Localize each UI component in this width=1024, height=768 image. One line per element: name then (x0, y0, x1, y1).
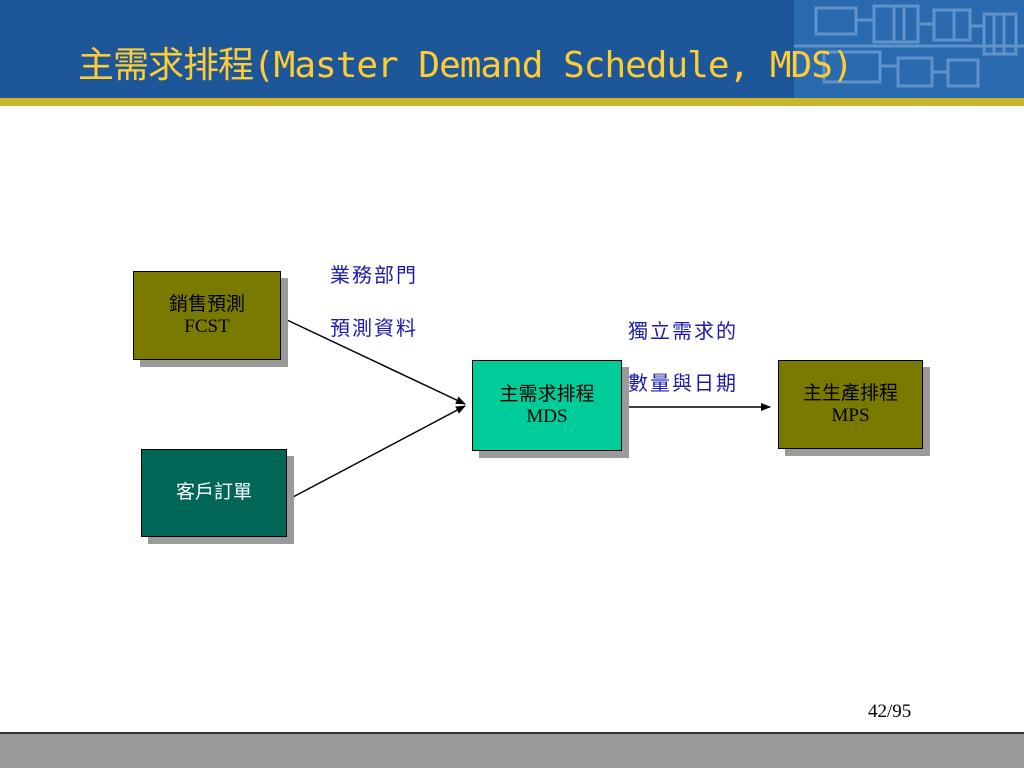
note-sales-dept: 業務部門 (330, 263, 418, 287)
arrow-fcst-to-mds (286, 319, 466, 405)
slide-title: 主需求排程(Master Demand Schedule, MDS) (78, 45, 854, 86)
box-mps-label: 主生產排程 (802, 382, 898, 404)
box-mds-label: 主需求排程 (499, 383, 595, 405)
box-mps-code: MPS (831, 404, 870, 426)
slide-footer (0, 734, 1024, 768)
footer-rule (0, 732, 1024, 734)
arrow-orders-to-mds (292, 405, 466, 498)
box-sales-forecast: 銷售預測 FCST (133, 271, 281, 360)
page-number: 42/95 (868, 701, 912, 722)
box-customer-orders-label: 客戶訂單 (175, 482, 252, 503)
box-customer-orders: 客戶訂單 (141, 449, 287, 537)
box-mds-code: MDS (526, 405, 568, 427)
box-master-production-schedule: 主生產排程 MPS (778, 360, 923, 449)
note-independent-demand: 獨立需求的 (628, 319, 738, 343)
header-gold-rule (0, 98, 1024, 106)
circuit-decoration-icon (794, 0, 1024, 98)
note-quantity-and-date: 數量與日期 (628, 371, 738, 395)
header-white-rule (0, 106, 1024, 108)
note-forecast-data: 預測資料 (330, 316, 418, 340)
box-master-demand-schedule: 主需求排程 MDS (472, 360, 622, 451)
box-sales-forecast-label: 銷售預測 (168, 293, 245, 315)
box-sales-forecast-code: FCST (184, 315, 230, 337)
slide-header: 主需求排程(Master Demand Schedule, MDS) (0, 0, 1024, 98)
